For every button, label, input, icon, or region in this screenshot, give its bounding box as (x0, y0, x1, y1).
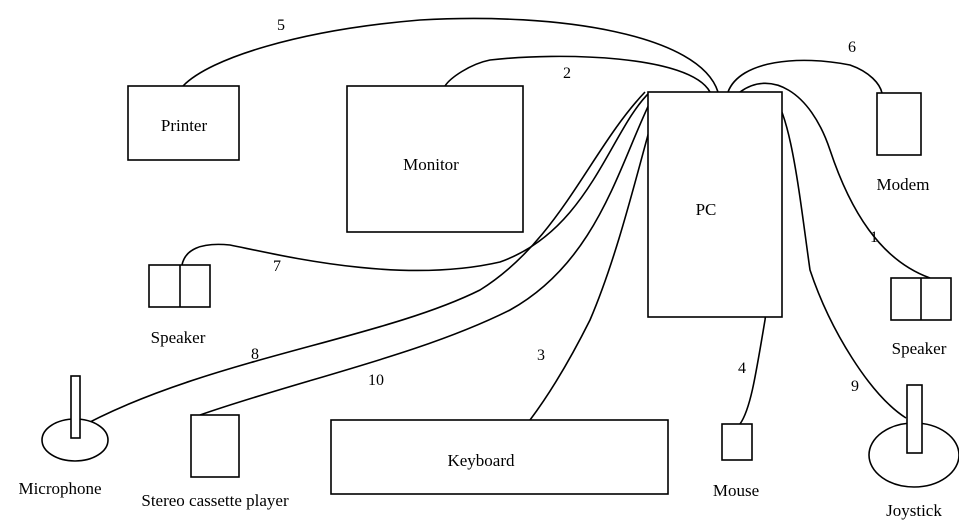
modem-label: Modem (877, 175, 930, 194)
speaker-right-icon (890, 277, 952, 321)
cable-4-label: 4 (738, 360, 746, 377)
monitor-label: Monitor (403, 155, 459, 174)
cable-6-label: 6 (848, 39, 856, 56)
monitor-box (346, 85, 524, 233)
microphone-label: Microphone (18, 479, 101, 498)
mouse-icon (721, 423, 753, 461)
keyboard-label: Keyboard (447, 451, 515, 470)
keyboard-box (330, 419, 669, 495)
cable-1-label: 1 (870, 229, 878, 246)
cable-10-label: 10 (368, 372, 384, 389)
cable-1 (739, 82, 931, 279)
cable-2 (444, 55, 711, 93)
microphone-icon (41, 375, 109, 462)
cable-7 (181, 91, 651, 272)
cable-3 (529, 91, 661, 421)
joystick-icon (868, 384, 959, 488)
pc-box (647, 91, 783, 318)
cable-7-label: 7 (273, 258, 281, 275)
printer-box (127, 85, 240, 161)
cassette-label: Stereo cassette player (141, 491, 289, 510)
modem-box (876, 92, 922, 156)
cable-9 (767, 91, 907, 419)
speaker-left-icon (148, 264, 211, 308)
joystick-label: Joystick (886, 501, 942, 520)
cable-5-label: 5 (277, 17, 285, 34)
pc-label: PC (696, 200, 717, 219)
cable-9-label: 9 (851, 378, 859, 395)
speaker-left-label: Speaker (151, 328, 206, 347)
cassette-box (190, 414, 240, 478)
cable-8 (74, 91, 646, 431)
printer-label: Printer (161, 116, 208, 135)
cable-2-label: 2 (563, 65, 571, 82)
cable-6 (727, 59, 883, 94)
speaker-right-label: Speaker (892, 339, 947, 358)
cable-10 (199, 91, 656, 416)
cable-8-label: 8 (251, 346, 259, 363)
mouse-label: Mouse (713, 481, 759, 500)
cable-5 (182, 17, 719, 93)
cable-3-label: 3 (537, 347, 545, 364)
